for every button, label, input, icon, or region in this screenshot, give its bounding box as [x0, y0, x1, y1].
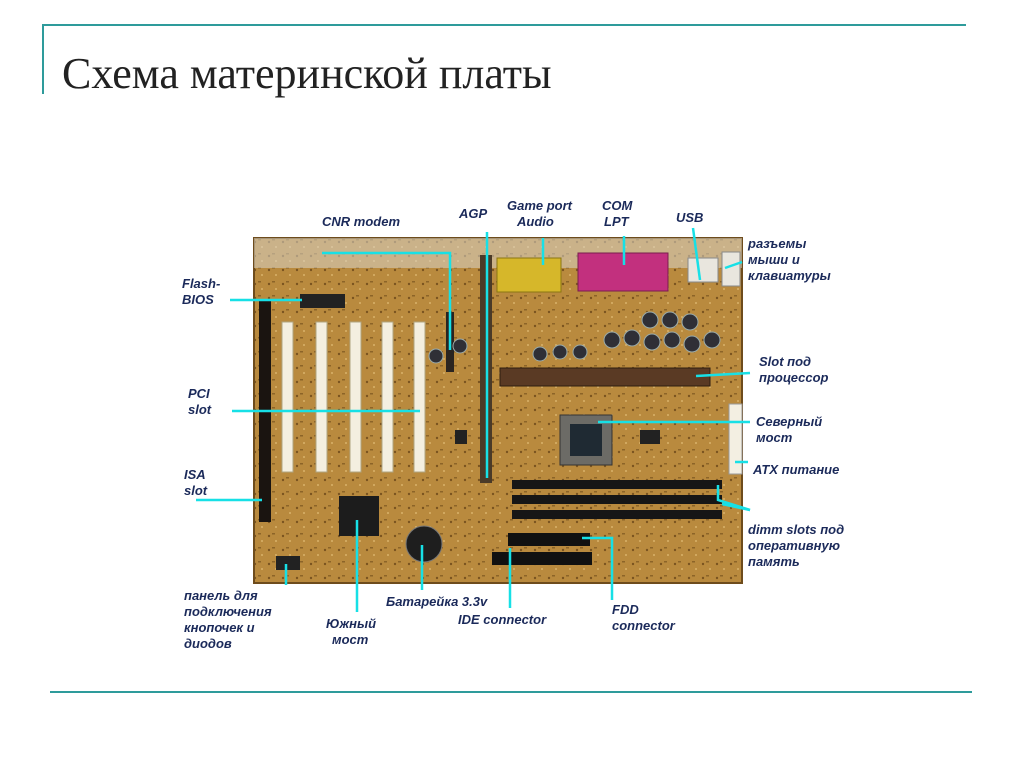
label-game-port: Game port Audio: [507, 198, 572, 230]
label-cnr-modem: CNR modem: [322, 214, 401, 229]
label-game-line1: Game port: [507, 198, 573, 213]
label-com-line2: LPT: [604, 214, 629, 229]
label-front-panel: панель для подключения кнопочек и диодов: [184, 588, 272, 652]
atx-power-shape: [728, 403, 743, 475]
label-com-line1: COM: [602, 198, 633, 213]
label-ps2-line2: мыши и: [748, 252, 800, 267]
left-rule: [42, 24, 44, 94]
bottom-rule: [50, 691, 972, 693]
label-south-line2: мост: [332, 632, 369, 647]
top-rule: [42, 24, 966, 26]
label-flash-line2: BIOS: [182, 292, 214, 307]
pointer-lines: [196, 227, 751, 612]
label-dimm-line1: dimm slots под: [748, 522, 845, 537]
label-fdd-line2: connector: [612, 618, 675, 633]
label-north-bridge: Северный мост: [756, 414, 822, 446]
label-dimm-line2: оперативную: [748, 538, 840, 553]
label-cpu-line2: процессор: [759, 370, 829, 385]
label-dimm-line3: память: [748, 554, 800, 569]
label-usb: USB: [676, 210, 704, 225]
label-pci-line1: PCI: [188, 386, 210, 401]
label-cpu-line1: Slot под: [759, 354, 812, 369]
label-dimm-slots: dimm slots под оперативную память: [748, 522, 844, 570]
battery-shape: [405, 525, 443, 563]
label-south-bridge: Южный мост: [326, 616, 376, 648]
label-fdd-connector: FDD connector: [612, 602, 675, 634]
label-ps2-line1: разъемы: [748, 236, 807, 251]
label-isa-slot: ISA slot: [184, 467, 207, 499]
label-agp: AGP: [459, 206, 488, 221]
pci-slots-shape: [281, 321, 426, 473]
slide-title: Схема материнской платы: [62, 49, 552, 98]
label-panel-line4: диодов: [184, 636, 232, 651]
label-ps2: разъемы мыши и клавиатуры: [748, 236, 831, 284]
label-isa-line1: ISA: [184, 467, 206, 482]
label-ide-connector: IDE connector: [458, 612, 547, 627]
label-isa-line2: slot: [184, 483, 208, 498]
dimm-slots-shape: [512, 480, 722, 519]
label-fdd-line1: FDD: [612, 602, 639, 617]
label-pci-slot: PCI slot: [188, 386, 211, 418]
south-bridge-chip: [339, 496, 379, 536]
label-north-line1: Северный: [756, 414, 823, 429]
label-game-line2: Audio: [517, 214, 554, 229]
label-pci-line2: slot: [188, 402, 212, 417]
label-panel-line2: подключения: [184, 604, 272, 619]
label-atx-power: ATX питание: [753, 462, 840, 477]
fdd-connector-shape: [492, 552, 592, 565]
label-panel-line3: кнопочек и: [184, 620, 255, 635]
flash-bios-chip: [300, 294, 345, 308]
label-battery: Батарейка 3.3v: [386, 594, 488, 609]
label-panel-line1: панель для: [184, 588, 258, 603]
cpu-slot-shape: [499, 367, 711, 387]
label-north-line2: мост: [756, 430, 793, 445]
label-flash-line1: Flash-: [182, 276, 221, 291]
label-ps2-line3: клавиатуры: [748, 268, 831, 283]
label-south-line1: Южный: [326, 616, 377, 631]
label-flash-bios: Flash- BIOS: [182, 276, 220, 308]
ide-connector-shape: [508, 533, 590, 546]
label-cpu-slot: Slot под процессор: [759, 354, 828, 386]
game-port-shape: [496, 257, 562, 293]
label-com-lpt: COM LPT: [602, 198, 632, 230]
